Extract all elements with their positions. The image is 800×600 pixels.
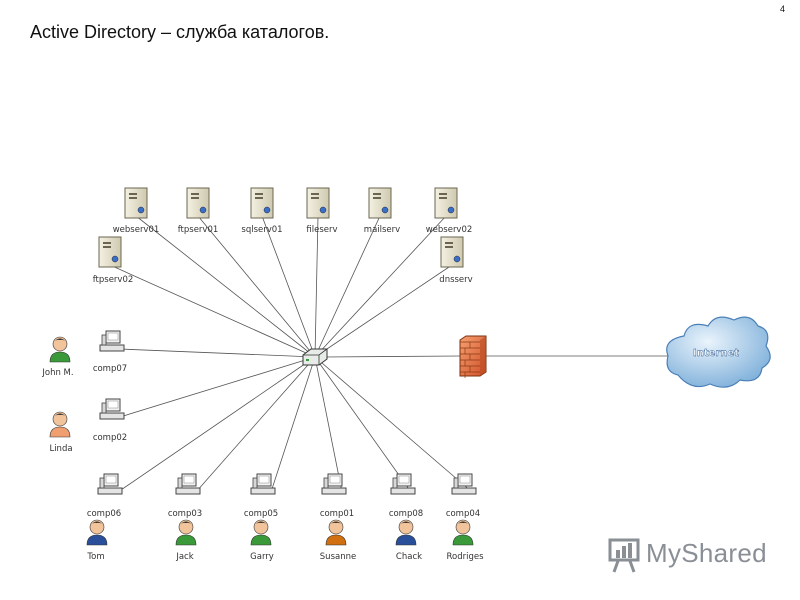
server-icon[interactable]: [250, 187, 274, 219]
link-line: [135, 215, 316, 358]
user-label: Jack: [175, 552, 193, 562]
page-number: 4: [780, 4, 786, 14]
link-line: [195, 356, 316, 493]
link-line: [261, 215, 316, 358]
user-icon: [452, 519, 474, 546]
link-line: [109, 264, 316, 358]
link-line: [119, 356, 316, 418]
user-label: Rodriges: [446, 552, 484, 562]
user-label: Garry: [250, 552, 274, 562]
user-icon: [49, 336, 71, 363]
server-icon[interactable]: [440, 236, 464, 268]
workstation-icon[interactable]: [97, 473, 123, 495]
server-icon[interactable]: [434, 187, 458, 219]
server-label: fileserv: [306, 225, 337, 235]
user-label: Chack: [396, 552, 422, 562]
user-icon: [250, 519, 272, 546]
workstation-label: comp05: [244, 509, 278, 519]
server-icon[interactable]: [186, 187, 210, 219]
workstation-icon[interactable]: [451, 473, 477, 495]
watermark: MyShared: [608, 536, 768, 574]
link-line: [314, 264, 453, 358]
server-label: ftpserv01: [178, 225, 219, 235]
link-line: [314, 356, 343, 493]
server-label: sqlserv01: [241, 225, 282, 235]
workstation-label: comp07: [93, 364, 127, 374]
link-line: [197, 215, 316, 358]
watermark-text: MyShared: [646, 538, 767, 568]
user-label: John M.: [41, 368, 73, 378]
workstation-icon[interactable]: [321, 473, 347, 495]
user-label: Susanne: [320, 552, 356, 562]
user-label: Tom: [86, 552, 104, 562]
workstation-icon[interactable]: [390, 473, 416, 495]
workstation-label: comp08: [389, 509, 423, 519]
workstation-label: comp06: [87, 509, 121, 519]
link-line: [270, 356, 316, 493]
workstation-label: comp04: [446, 509, 480, 519]
server-label: webserv01: [113, 225, 160, 235]
server-icon[interactable]: [98, 236, 122, 268]
server-icon[interactable]: [368, 187, 392, 219]
workstation-icon[interactable]: [99, 398, 125, 420]
server-label: webserv02: [426, 225, 473, 235]
server-label: mailserv: [364, 225, 400, 235]
server-label: ftpserv02: [93, 275, 134, 285]
myshared-logo-icon: [608, 538, 640, 573]
workstation-label: comp02: [93, 433, 127, 443]
switch-icon[interactable]: [302, 348, 328, 366]
user-label: Linda: [49, 444, 72, 454]
link-line: [119, 348, 316, 358]
user-icon: [86, 519, 108, 546]
link-line: [314, 215, 381, 358]
slide-title: Active Directory – служба каталогов.: [30, 22, 330, 42]
server-icon[interactable]: [306, 187, 330, 219]
connection-lines: [109, 215, 672, 493]
link-line: [117, 356, 316, 493]
server-icon[interactable]: [124, 187, 148, 219]
workstation-label: comp03: [168, 509, 202, 519]
firewall-icon[interactable]: [459, 335, 487, 378]
link-line: [324, 355, 461, 358]
user-icon: [175, 519, 197, 546]
link-line: [314, 356, 473, 493]
workstation-icon[interactable]: [99, 330, 125, 352]
workstation-label: comp01: [320, 509, 354, 519]
workstation-icon[interactable]: [250, 473, 276, 495]
user-icon: [325, 519, 347, 546]
internet-label: Internet: [693, 348, 739, 359]
user-icon: [49, 411, 71, 438]
link-line: [314, 356, 412, 493]
link-line: [314, 215, 319, 358]
internet-cloud-icon[interactable]: Internet: [666, 316, 771, 388]
server-label: dnsserv: [439, 275, 472, 285]
user-icon: [395, 519, 417, 546]
link-line: [314, 215, 447, 358]
workstation-icon[interactable]: [175, 473, 201, 495]
